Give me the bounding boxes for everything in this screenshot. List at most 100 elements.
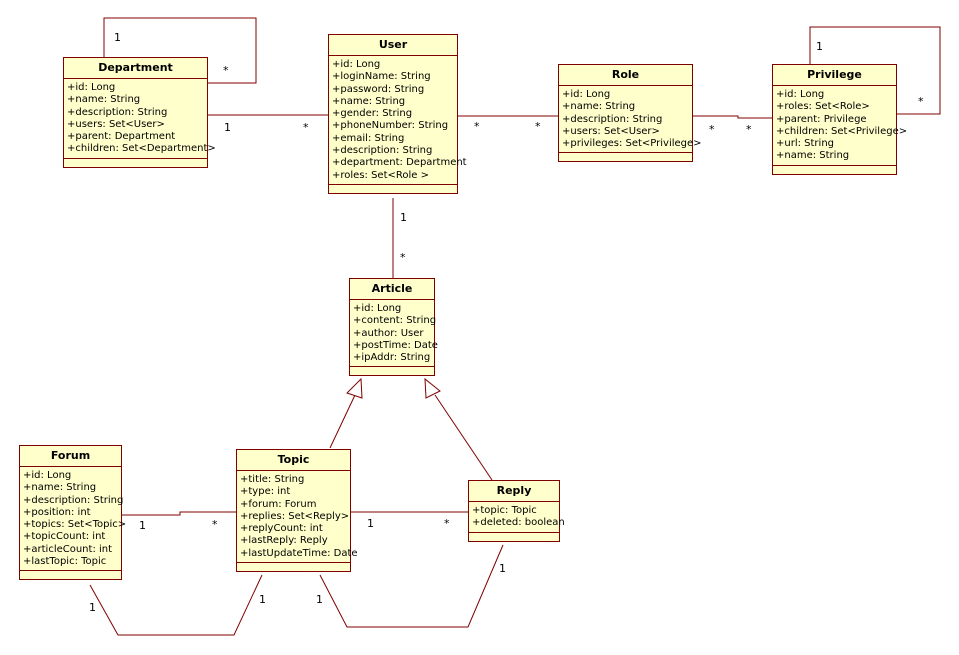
class-topic-operations xyxy=(237,563,350,571)
class-reply-name: Reply xyxy=(469,481,559,502)
multiplicity-label: 1 xyxy=(224,121,231,134)
generalization-arrowhead-right xyxy=(424,377,441,399)
multiplicity-label: 1 xyxy=(816,40,823,53)
class-attribute: +parent: Department xyxy=(67,131,176,143)
multiplicity-label: * xyxy=(223,64,229,77)
class-role-name: Role xyxy=(559,65,692,86)
class-attribute: +description: String xyxy=(23,494,124,506)
class-user[interactable]: User +id: Long +loginName: String +passw… xyxy=(328,34,467,194)
class-attribute: +description: String xyxy=(332,145,433,157)
class-attribute: +content: String xyxy=(353,315,437,327)
multiplicity-label: * xyxy=(709,123,715,136)
class-article-name: Article xyxy=(350,279,434,300)
class-attribute: +children: Set<Privilege> xyxy=(776,125,908,137)
class-attribute: +parent: Privilege xyxy=(776,113,867,125)
multiplicity-label: * xyxy=(918,95,924,108)
class-attribute: +url: String xyxy=(776,138,834,150)
class-attribute: +position: int xyxy=(23,506,91,518)
class-attribute: +users: Set<User> xyxy=(562,125,660,137)
class-privilege[interactable]: Privilege +id: Long +roles: Set<Role> +p… xyxy=(772,64,908,175)
class-attribute: +type: int xyxy=(240,486,291,498)
class-role-attributes: +id: Long +name: String +description: St… xyxy=(559,86,702,154)
multiplicity-label: 1 xyxy=(316,593,323,606)
class-role-operations xyxy=(559,153,692,161)
class-attribute: +articleCount: int xyxy=(23,543,113,555)
department-self-association xyxy=(103,17,257,84)
class-user-name: User xyxy=(329,35,457,56)
class-attribute: +description: String xyxy=(67,106,168,118)
class-article[interactable]: Article +id: Long +content: String +auth… xyxy=(349,278,438,377)
class-attribute: +lastUpdateTime: Date xyxy=(240,547,358,559)
class-attribute: +department: Department xyxy=(332,157,467,169)
topic-reply-lastreply-association xyxy=(319,544,504,628)
class-attribute: +name: String xyxy=(23,482,97,494)
multiplicity-label: 1 xyxy=(139,519,146,532)
class-attribute: +author: User xyxy=(353,327,424,339)
multiplicity-label: 1 xyxy=(499,562,506,575)
class-attribute: +forum: Forum xyxy=(240,498,317,510)
class-attribute: +roles: Set<Role> xyxy=(776,101,870,113)
class-reply[interactable]: Reply +topic: Topic +deleted: boolean xyxy=(468,480,565,542)
class-attribute: +phoneNumber: String xyxy=(332,120,449,132)
class-attribute: +id: Long xyxy=(67,82,116,93)
generalization-arrowhead-left xyxy=(346,377,363,399)
class-attribute: +id: Long xyxy=(353,303,402,314)
class-attribute: +topics: Set<Topic> xyxy=(23,519,127,531)
role-privilege-association xyxy=(693,115,772,119)
class-attribute: +users: Set<User> xyxy=(67,118,165,130)
class-attribute: +name: String xyxy=(67,94,141,106)
multiplicity-label: * xyxy=(400,251,406,264)
class-attribute: +title: String xyxy=(240,474,305,485)
class-attribute: +ipAddr: String xyxy=(353,352,431,364)
class-attribute: +name: String xyxy=(562,101,636,113)
class-attribute: +id: Long xyxy=(23,470,72,481)
multiplicity-label: 1 xyxy=(400,211,407,224)
class-article-operations xyxy=(350,367,434,375)
class-privilege-operations xyxy=(773,166,896,174)
class-attribute: +email: String xyxy=(332,132,405,144)
forum-topic-lasttopic-association xyxy=(89,574,263,636)
class-department-name: Department xyxy=(64,58,207,79)
class-forum-operations xyxy=(20,571,121,579)
class-topic[interactable]: Topic +title: String +type: int +forum: … xyxy=(236,449,358,573)
class-user-attributes: +id: Long +loginName: String +password: … xyxy=(329,56,467,185)
class-user-operations xyxy=(329,185,457,193)
multiplicity-label: * xyxy=(535,120,541,133)
class-reply-attributes: +topic: Topic +deleted: boolean xyxy=(469,502,565,533)
class-attribute: +id: Long xyxy=(332,59,381,70)
class-topic-attributes: +title: String +type: int +forum: Forum … xyxy=(237,471,358,564)
class-attribute: +id: Long xyxy=(562,89,611,100)
class-department-operations xyxy=(64,159,207,167)
multiplicity-label: 1 xyxy=(89,601,96,614)
multiplicity-label: 1 xyxy=(114,31,121,44)
class-attribute: +lastReply: Reply xyxy=(240,535,328,547)
class-article-attributes: +id: Long +content: String +author: User… xyxy=(350,300,438,368)
class-attribute: +gender: String xyxy=(332,108,413,120)
class-attribute: +replyCount: int xyxy=(240,523,323,535)
class-attribute: +lastTopic: Topic xyxy=(23,556,107,568)
multiplicity-label: * xyxy=(746,123,752,136)
class-attribute: +topic: Topic xyxy=(472,505,537,516)
class-forum-name: Forum xyxy=(20,446,121,467)
class-reply-operations xyxy=(469,533,559,541)
class-forum[interactable]: Forum +id: Long +name: String +descripti… xyxy=(19,445,127,581)
class-role[interactable]: Role +id: Long +name: String +descriptio… xyxy=(558,64,702,163)
class-attribute: +password: String xyxy=(332,83,425,95)
class-attribute: +postTime: Date xyxy=(353,339,438,351)
class-attribute: +privileges: Set<Privilege> xyxy=(562,138,702,150)
multiplicity-label: * xyxy=(212,518,218,531)
class-attribute: +replies: Set<Reply> xyxy=(240,510,350,522)
privilege-self-association xyxy=(809,26,941,115)
class-privilege-attributes: +id: Long +roles: Set<Role> +parent: Pri… xyxy=(773,86,908,166)
class-privilege-name: Privilege xyxy=(773,65,896,86)
class-attribute: +topicCount: int xyxy=(23,531,106,543)
topic-article-generalization xyxy=(329,394,356,449)
class-topic-name: Topic xyxy=(237,450,350,471)
multiplicity-label: * xyxy=(444,517,450,530)
reply-article-generalization xyxy=(434,394,493,481)
class-attribute: +roles: Set<Role > xyxy=(332,169,429,181)
class-attribute: +id: Long xyxy=(776,89,825,100)
class-department[interactable]: Department +id: Long +name: String +desc… xyxy=(63,57,216,168)
